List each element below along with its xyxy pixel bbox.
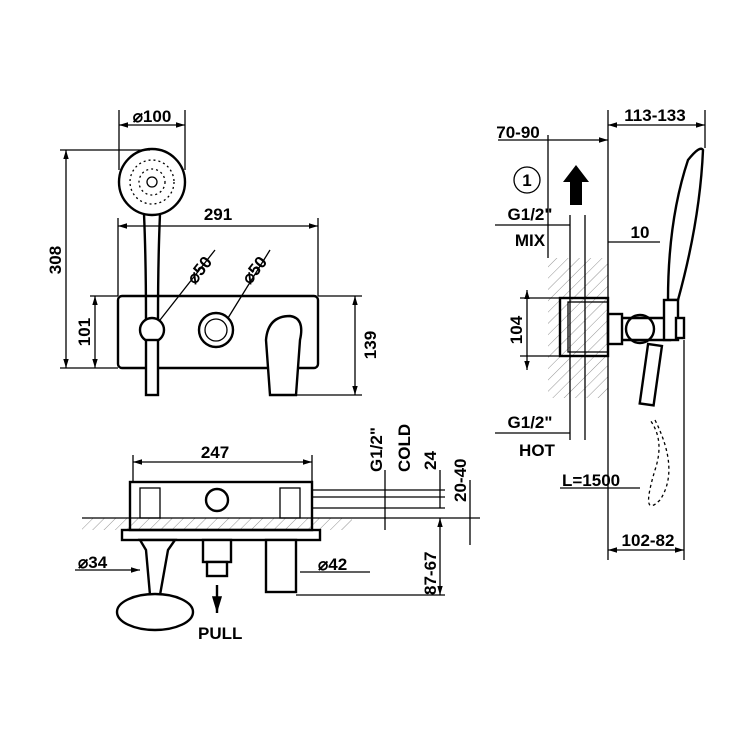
spout-diameter-label: ⌀42 — [318, 555, 347, 574]
mixer-body — [116, 294, 320, 370]
dim-102-82-label: 102-82 — [622, 531, 675, 550]
top-view: 247 ⌀34 ⌀42 PULL G1/2" COLD 24 20-40 87-… — [75, 424, 480, 643]
dim-113-133-label: 113-133 — [624, 106, 685, 125]
dim-10-label: 10 — [631, 223, 650, 242]
dim-104-label: 104 — [507, 315, 526, 344]
dim-70-90-label: 70-90 — [496, 123, 539, 142]
diverter — [137, 538, 178, 597]
knob — [197, 311, 235, 349]
side-view: 70-90 113-133 1 G1/2" MIX 10 104 G1/2" H… — [495, 106, 706, 560]
top-width-label: 247 — [201, 443, 229, 462]
mix-thread-label: G1/2" — [508, 205, 553, 224]
hot-label: HOT — [519, 441, 556, 460]
cold-thread-label: G1/2" — [367, 427, 386, 472]
dim-87-67-label: 87-67 — [421, 552, 440, 595]
dim-20-40-label: 20-40 — [451, 459, 470, 502]
wall-section — [548, 258, 608, 398]
spout-top — [264, 538, 298, 594]
front-view: ⌀100 291 308 101 ⌀50 ⌀50 139 — [46, 107, 380, 397]
shower-diameter-label: ⌀100 — [133, 107, 172, 126]
body-height-right-label: 139 — [361, 331, 380, 359]
hand-shower — [666, 147, 705, 302]
spout — [264, 314, 303, 397]
knob-diameter-label: ⌀50 — [238, 253, 271, 288]
shower-head — [117, 147, 187, 217]
callout-circle — [513, 166, 541, 194]
dim-24-label: 24 — [421, 451, 440, 470]
callout-number: 1 — [522, 171, 531, 190]
hot-thread-label: G1/2" — [508, 413, 553, 432]
body-height-left-label: 101 — [75, 318, 94, 346]
width-label: 291 — [204, 205, 232, 224]
cold-label: COLD — [395, 424, 414, 472]
total-height-label: 308 — [46, 246, 65, 274]
mix-label: MIX — [515, 231, 546, 250]
hose-length-label: L=1500 — [562, 471, 620, 490]
diverter-diameter-label: ⌀34 — [78, 553, 108, 572]
shower-handle — [142, 213, 162, 321]
pull-label: PULL — [198, 624, 242, 643]
knob-diameter-label: ⌀50 — [183, 253, 216, 288]
diverter-handle — [115, 592, 195, 632]
